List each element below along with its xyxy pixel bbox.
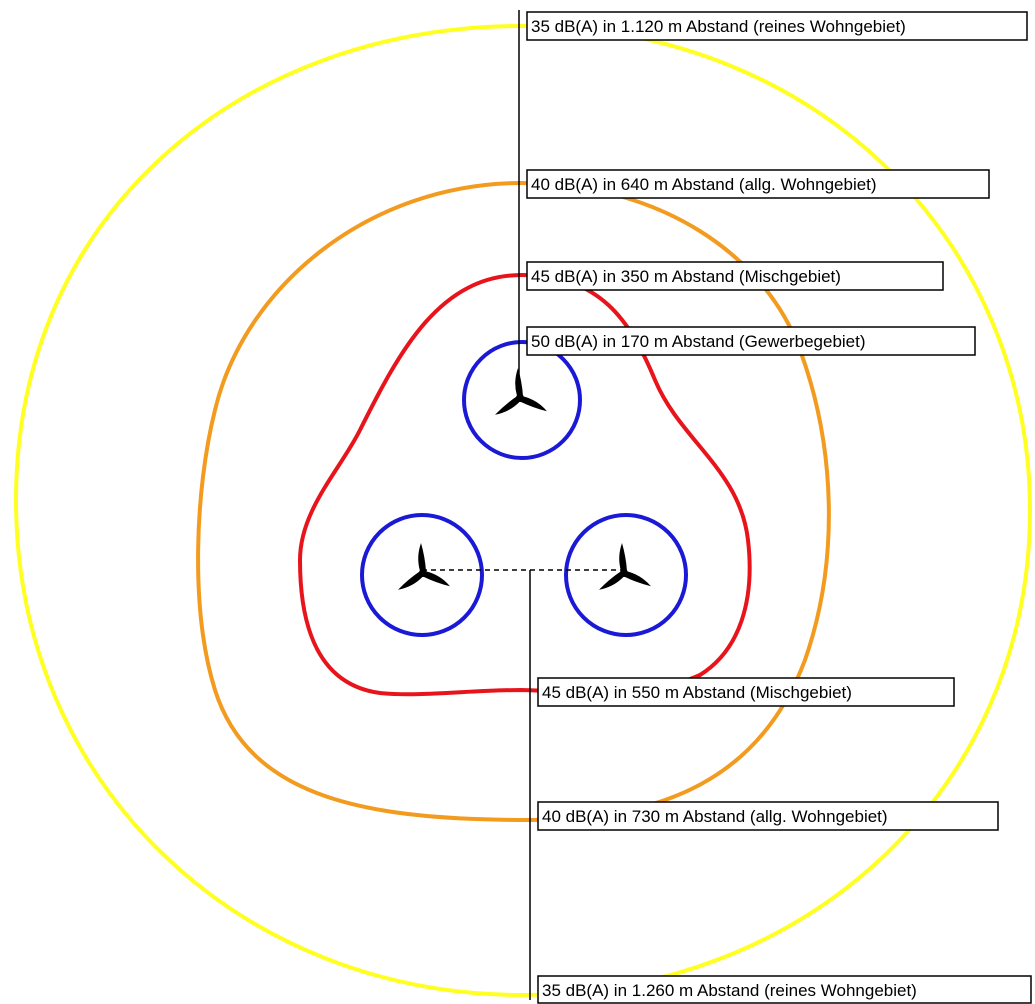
- svg-text:35 dB(A) in 1.120 m Abstand (r: 35 dB(A) in 1.120 m Abstand (reines Wohn…: [531, 17, 906, 36]
- contour-50db-top: [462, 340, 582, 460]
- svg-text:50 dB(A) in 170 m Abstand (Gew: 50 dB(A) in 170 m Abstand (Gewerbegebiet…: [531, 332, 866, 351]
- svg-text:40 dB(A) in 730 m Abstand (all: 40 dB(A) in 730 m Abstand (allg. Wohngeb…: [542, 807, 888, 826]
- label-40db-top: 40 dB(A) in 640 m Abstand (allg. Wohngeb…: [526, 169, 990, 199]
- contour-50db-right: [564, 513, 688, 637]
- wind-turbine-icon: [599, 543, 651, 590]
- label-50db: 50 dB(A) in 170 m Abstand (Gewerbegebiet…: [526, 326, 976, 356]
- label-35db-top: 35 dB(A) in 1.120 m Abstand (reines Wohn…: [526, 11, 1028, 41]
- label-45db-bottom: 45 dB(A) in 550 m Abstand (Mischgebiet): [537, 677, 955, 707]
- svg-text:45 dB(A) in 550 m Abstand (Mis: 45 dB(A) in 550 m Abstand (Mischgebiet): [542, 683, 852, 702]
- contour-35db: [13, 23, 1033, 998]
- contour-45db: [297, 272, 752, 697]
- svg-text:45 dB(A) in 350 m Abstand (Mis: 45 dB(A) in 350 m Abstand (Mischgebiet): [531, 267, 841, 286]
- label-40db-bottom: 40 dB(A) in 730 m Abstand (allg. Wohngeb…: [537, 801, 999, 831]
- label-35db-bottom: 35 dB(A) in 1.260 m Abstand (reines Wohn…: [537, 975, 1032, 1004]
- wind-turbine-icon: [398, 543, 450, 590]
- svg-text:35 dB(A) in 1.260 m Abstand (r: 35 dB(A) in 1.260 m Abstand (reines Wohn…: [542, 981, 917, 1000]
- wind-turbine-icon: [495, 368, 547, 415]
- contour-50db-left: [360, 513, 484, 637]
- label-45db-top: 45 dB(A) in 350 m Abstand (Mischgebiet): [526, 261, 944, 291]
- svg-text:40 dB(A) in 640 m Abstand (all: 40 dB(A) in 640 m Abstand (allg. Wohngeb…: [531, 175, 877, 194]
